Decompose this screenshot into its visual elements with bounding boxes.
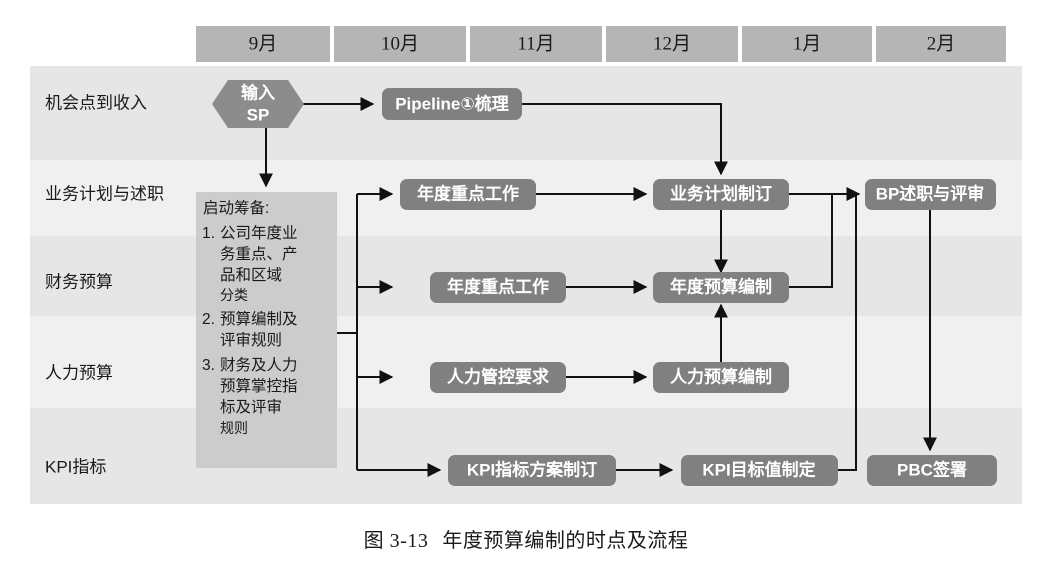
prep-item-3-num: 3. bbox=[202, 357, 215, 374]
node-kpi-target[interactable]: KPI目标值制定 bbox=[681, 455, 838, 486]
month-cell-0 bbox=[196, 26, 330, 62]
month-label-2: 11月 bbox=[517, 33, 554, 54]
prep-item-1-num: 1. bbox=[202, 225, 215, 242]
prep-heading: 启动筹备: bbox=[203, 199, 269, 217]
node-annual-budget[interactable]: 年度预算编制 bbox=[653, 272, 789, 303]
node-pbc-sign-label: PBC签署 bbox=[897, 459, 967, 479]
node-input-sp-shape bbox=[212, 80, 304, 128]
node-bp-review-shape bbox=[865, 179, 996, 210]
month-cell-3 bbox=[606, 26, 738, 62]
node-hr-control-shape bbox=[430, 362, 566, 393]
prep-panel-background bbox=[196, 192, 337, 468]
connectors bbox=[259, 97, 937, 477]
node-hr-budget[interactable]: 人力预算编制 bbox=[653, 362, 789, 393]
node-hr-control-label: 人力管控要求 bbox=[447, 366, 549, 386]
node-kpi-target-label: KPI目标值制定 bbox=[702, 459, 815, 479]
node-fin-annual-focus[interactable]: 年度重点工作 bbox=[430, 272, 566, 303]
figure-caption-number: 图 3-13 bbox=[363, 530, 429, 552]
month-cell-5 bbox=[876, 26, 1006, 62]
node-bp-annual-focus-shape bbox=[400, 179, 536, 210]
connector-pipeline-to-business-plan bbox=[520, 103, 728, 176]
prep-item-1-line-3: 分类 bbox=[220, 287, 248, 303]
month-label-1: 10月 bbox=[381, 33, 419, 54]
row-label-opportunity: 机会点到收入 bbox=[45, 93, 147, 112]
node-hr-budget-label: 人力预算编制 bbox=[670, 366, 772, 386]
prep-item-2-line-0: 预算编制及 bbox=[220, 309, 298, 328]
connector-annual-budget-to-bp-review bbox=[789, 194, 833, 288]
node-pipeline[interactable]: Pipeline①梳理 bbox=[382, 88, 522, 120]
prep-item-2-line-1: 评审规则 bbox=[220, 331, 282, 349]
row-labels: 机会点到收入 业务计划与述职 财务预算 人力预算 KPI指标 bbox=[45, 93, 164, 476]
node-bp-annual-focus-label: 年度重点工作 bbox=[417, 183, 519, 203]
node-business-plan[interactable]: 业务计划制订 bbox=[653, 179, 789, 210]
month-label-3: 12月 bbox=[653, 33, 691, 54]
prep-item-3-line-1: 预算掌控指 bbox=[220, 376, 298, 395]
node-pipeline-shape bbox=[382, 88, 522, 120]
month-label-5: 2月 bbox=[927, 33, 956, 54]
node-kpi-target-shape bbox=[681, 455, 838, 486]
month-label-4: 1月 bbox=[793, 33, 822, 54]
node-fin-annual-focus-shape bbox=[430, 272, 566, 303]
prep-item-2-num: 2. bbox=[202, 311, 215, 328]
node-kpi-scheme[interactable]: KPI指标方案制订 bbox=[448, 455, 616, 486]
figure-caption: 图 3-13 年度预算编制的时点及流程 bbox=[0, 524, 1052, 553]
prep-item-3-line-0: 财务及人力 bbox=[220, 356, 298, 374]
row-band-opportunity bbox=[30, 66, 1022, 160]
node-bp-annual-focus[interactable]: 年度重点工作 bbox=[400, 179, 536, 210]
node-pipeline-label: Pipeline①梳理 bbox=[395, 93, 509, 113]
prep-item-3-line-2: 标及评审 bbox=[220, 398, 282, 416]
node-hr-budget-shape bbox=[653, 362, 789, 393]
row-label-hr: 人力预算 bbox=[45, 363, 113, 382]
month-cell-1 bbox=[334, 26, 466, 62]
row-label-business-plan: 业务计划与述职 bbox=[45, 184, 164, 203]
prep-item-1-line-2: 品和区域 bbox=[220, 266, 282, 284]
prep-item-1-line-1: 务重点、产 bbox=[220, 245, 298, 263]
month-cell-2 bbox=[470, 26, 602, 62]
month-cell-4 bbox=[742, 26, 872, 62]
prep-panel: 启动筹备: 1. 公司年度业 务重点、产 品和区域 分类 2. 预算编制及 评审… bbox=[196, 192, 337, 468]
prep-item-3-line-3: 规则 bbox=[220, 420, 248, 436]
month-label-0: 9月 bbox=[249, 33, 278, 54]
prep-item-1-line-0: 公司年度业 bbox=[220, 224, 298, 242]
node-input-sp-line1: 输入 bbox=[241, 82, 275, 102]
row-label-kpi: KPI指标 bbox=[45, 457, 106, 476]
timeline-header: 9月 10月 11月 12月 1月 2月 bbox=[196, 26, 1006, 62]
connector-kpi-target-to-bp-review bbox=[838, 194, 857, 471]
node-input-sp-line2: SP bbox=[247, 105, 270, 124]
node-annual-budget-shape bbox=[653, 272, 789, 303]
node-input-sp[interactable]: 输入 SP bbox=[212, 80, 304, 128]
figure-caption-title: 年度预算编制的时点及流程 bbox=[442, 530, 689, 552]
node-kpi-scheme-label: KPI指标方案制订 bbox=[467, 459, 597, 479]
node-bp-review-label: BP述职与评审 bbox=[876, 183, 985, 203]
node-annual-budget-label: 年度预算编制 bbox=[670, 276, 772, 296]
node-pbc-sign-shape bbox=[867, 455, 997, 486]
node-pbc-sign[interactable]: PBC签署 bbox=[867, 455, 997, 486]
node-hr-control[interactable]: 人力管控要求 bbox=[430, 362, 566, 393]
row-label-finance: 财务预算 bbox=[45, 272, 113, 291]
node-fin-annual-focus-label: 年度重点工作 bbox=[447, 276, 549, 296]
node-bp-review[interactable]: BP述职与评审 bbox=[865, 179, 996, 210]
node-kpi-scheme-shape bbox=[448, 455, 616, 486]
node-business-plan-label: 业务计划制订 bbox=[670, 183, 772, 203]
node-business-plan-shape bbox=[653, 179, 789, 210]
